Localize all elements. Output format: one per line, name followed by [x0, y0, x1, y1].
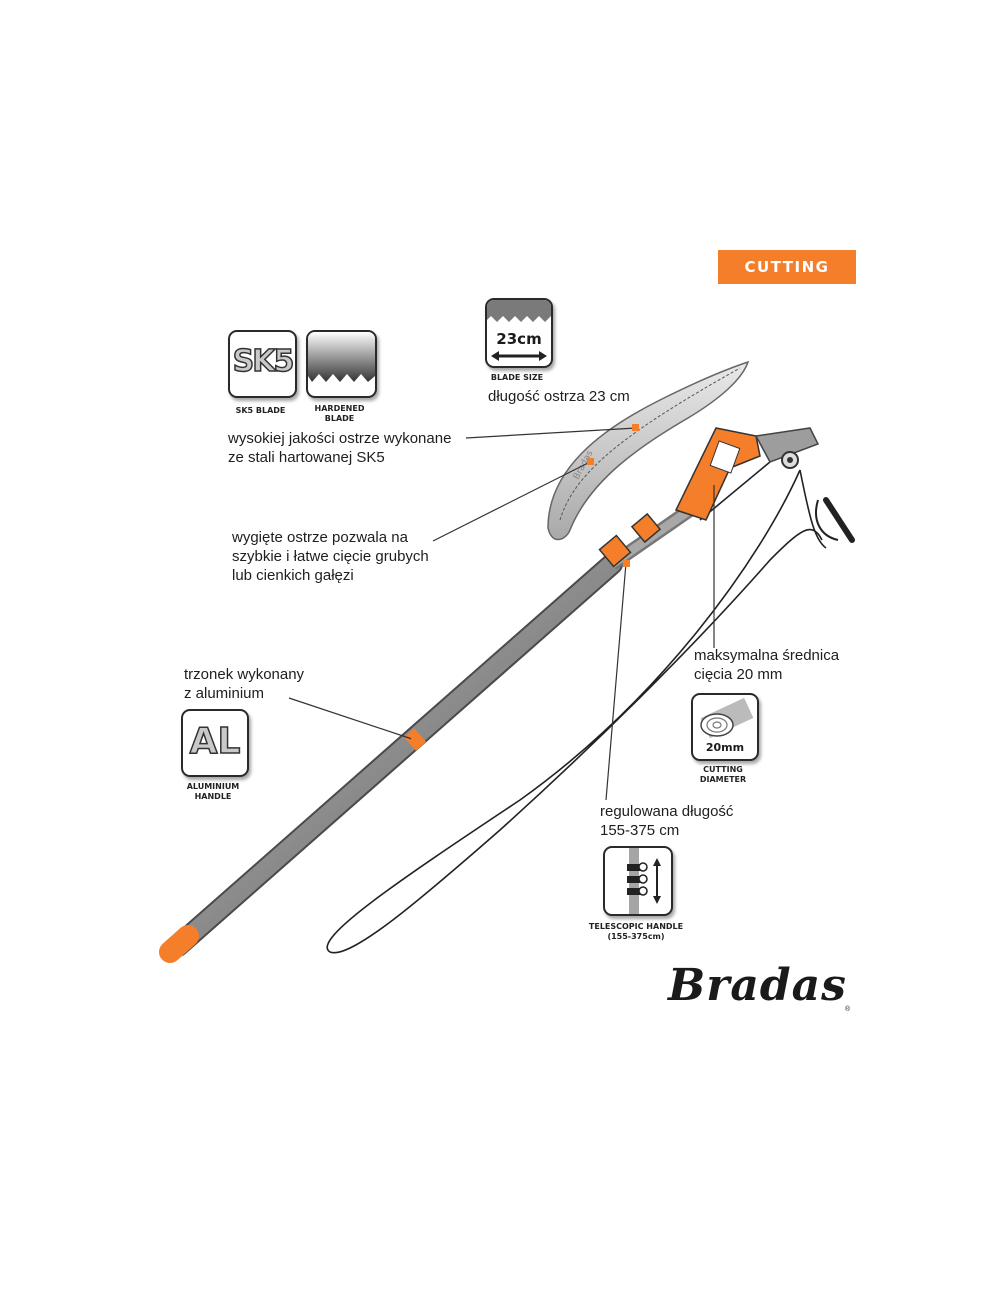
aluminium-caption-2: HANDLE: [194, 792, 232, 801]
blade-length-label: długość ostrza 23 cm: [488, 388, 630, 405]
rope: [326, 469, 823, 954]
callout-dots: [411, 424, 639, 743]
rope-handle: [815, 497, 855, 543]
length-label-1: regulowana długość: [600, 803, 734, 820]
category-badge: CUTTING: [718, 250, 856, 284]
curved-label-2: szybkie i łatwe cięcie grubych: [232, 548, 429, 565]
aluminium-caption-1: ALUMINIUM: [186, 782, 240, 791]
curved-label-1: wygięte ostrze pozwala na: [232, 529, 408, 546]
blade-size-value: 23cm: [496, 330, 542, 348]
telescopic-pole: [159, 504, 694, 963]
al-text: AL: [189, 720, 241, 763]
registered-mark-icon: ®: [845, 1006, 851, 1013]
diameter-label-2: cięcia 20 mm: [694, 666, 783, 683]
diameter-label-1: maksymalna średnica: [694, 647, 840, 664]
hardened-blade-icon: [306, 330, 377, 398]
sk5-caption: SK5 BLADE: [235, 406, 286, 415]
cutting-diameter-value: 20mm: [705, 741, 745, 754]
cutting-diameter-icon: 20mm: [691, 693, 759, 761]
hardened-caption-2: BLADE: [324, 414, 355, 423]
telescopic-handle-icon: [603, 846, 673, 916]
hardened-caption-1: HARDENED: [314, 404, 365, 413]
handle-label-2: z aluminium: [184, 685, 265, 702]
length-label-2: 155-375 cm: [600, 822, 680, 839]
telescopic-caption-1: TELESCOPIC HANDLE: [588, 922, 684, 931]
sk5-blade-icon: SK5: [228, 330, 297, 398]
cutting-diameter-caption-1: CUTTING: [703, 765, 743, 774]
sk5-text: SK5: [232, 343, 295, 380]
blade-size-caption: BLADE SIZE: [490, 373, 544, 382]
cutting-diameter-caption-2: DIAMETER: [699, 775, 747, 784]
blade-size-icon: 23cm: [485, 298, 553, 368]
handle-label-1: trzonek wykonany: [184, 666, 305, 683]
telescopic-caption-2: (155-375cm): [607, 932, 665, 941]
callout-lines: [288, 427, 715, 801]
curved-label-3: lub cienkich gałęzi: [232, 567, 354, 584]
brand-logo: Bradas: [668, 960, 847, 1011]
cutting-head: [674, 427, 820, 521]
steel-label-2: ze stali hartowanej SK5: [228, 449, 385, 466]
aluminium-handle-icon: AL: [181, 709, 249, 777]
steel-label-1: wysokiej jakości ostrze wykonane: [228, 430, 452, 447]
